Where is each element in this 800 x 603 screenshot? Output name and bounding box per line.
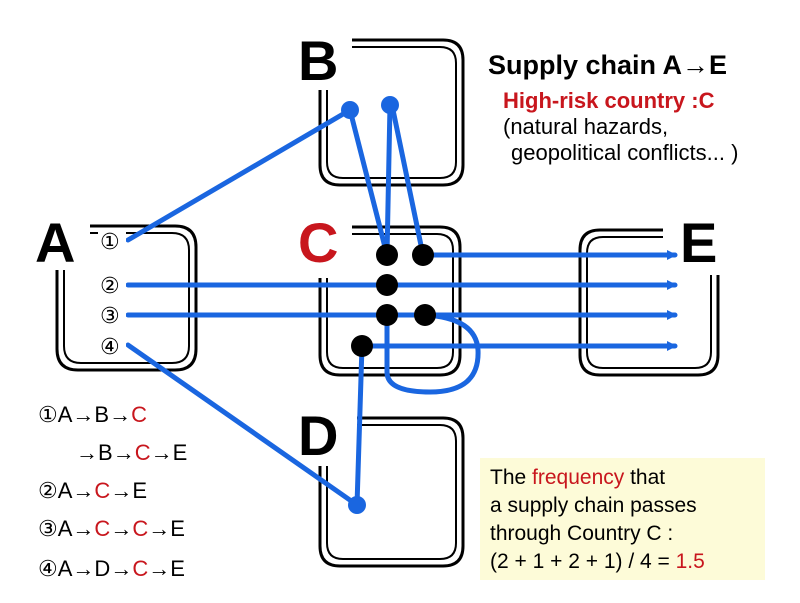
info-line-1: The frequency that (490, 466, 666, 489)
node-dot-c6 (351, 335, 373, 357)
node-label-a: A (35, 211, 75, 274)
node-label-c: C (298, 211, 338, 274)
country-box-e (578, 228, 720, 377)
route-2: ②A→C→E (38, 478, 147, 503)
high-risk-label: High-risk country :C (503, 88, 715, 113)
diagram-title: Supply chain A→E (488, 50, 728, 80)
country-box-d (318, 416, 465, 568)
country-box-a (55, 224, 198, 372)
node-dot-c5 (414, 304, 436, 326)
node-label-e: E (680, 211, 717, 274)
flow-a-d (125, 342, 360, 508)
frequency-result: 1.5 (675, 550, 705, 573)
country-box-c (318, 225, 462, 377)
node-dot-b1 (341, 101, 359, 119)
node-dot-c2 (412, 244, 434, 266)
route-1-continued: →B→C→E (76, 440, 188, 465)
route-marker-2: ② (100, 274, 120, 299)
route-4: ④A→D→C→E (38, 556, 185, 581)
info-line-2: a supply chain passes (490, 494, 697, 517)
country-box-b (318, 38, 465, 187)
flow-a-b (125, 107, 353, 243)
node-label-d: D (298, 404, 338, 467)
route-3: ③A→C→C→E (38, 516, 185, 541)
info-line-4: (2 + 1 + 2 + 1) / 4 = 1.5 (490, 550, 705, 573)
flow-lines (125, 102, 678, 508)
route-marker-4: ④ (100, 335, 120, 360)
node-label-b: B (298, 29, 338, 92)
node-dot-c4 (376, 304, 398, 326)
frequency-info-box: The frequency that a supply chain passes… (480, 458, 765, 580)
route-1: ①A→B→C (38, 402, 147, 427)
node-dot-c3 (376, 274, 398, 296)
route-marker-3: ③ (100, 304, 120, 329)
node-dot-c1 (376, 244, 398, 266)
risk-note-line-1: (natural hazards, (503, 114, 669, 139)
flow-d-c (354, 343, 365, 508)
route-marker-1: ① (100, 230, 120, 255)
flow-b-c-2 (384, 102, 393, 258)
node-dot-d (348, 496, 366, 514)
info-line-3: through Country C : (490, 522, 674, 545)
node-dot-b2 (381, 96, 399, 114)
flow-c-c-loop (384, 312, 481, 395)
risk-note-line-2: geopolitical conflicts... ) (511, 140, 739, 165)
flow-b-c-3 (389, 102, 426, 258)
flow-b-c-1 (347, 107, 390, 258)
